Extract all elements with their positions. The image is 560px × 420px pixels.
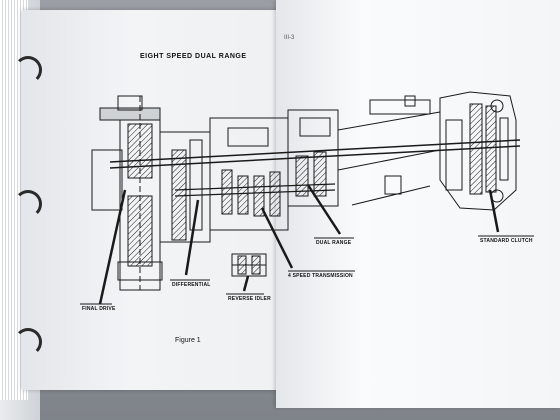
left-page: [22, 10, 294, 390]
binder-ring-middle: [14, 190, 42, 218]
binder-ring-top: [14, 56, 42, 84]
figure-caption: Figure 1: [175, 337, 201, 344]
binder-ring-bottom: [14, 328, 42, 356]
label-differential: DIFFERENTIAL: [172, 282, 211, 288]
right-fold-page: [276, 0, 560, 408]
page-number: III-3: [284, 35, 295, 41]
page-title: EIGHT SPEED DUAL RANGE: [140, 53, 247, 60]
label-4-speed-transmission: 4 SPEED TRANSMISSION: [288, 273, 353, 279]
label-standard-clutch: STANDARD CLUTCH: [480, 238, 533, 244]
label-final-drive: FINAL DRIVE: [82, 306, 116, 312]
label-reverse-idler: REVERSE IDLER: [228, 296, 271, 302]
label-dual-range: DUAL RANGE: [316, 240, 352, 246]
